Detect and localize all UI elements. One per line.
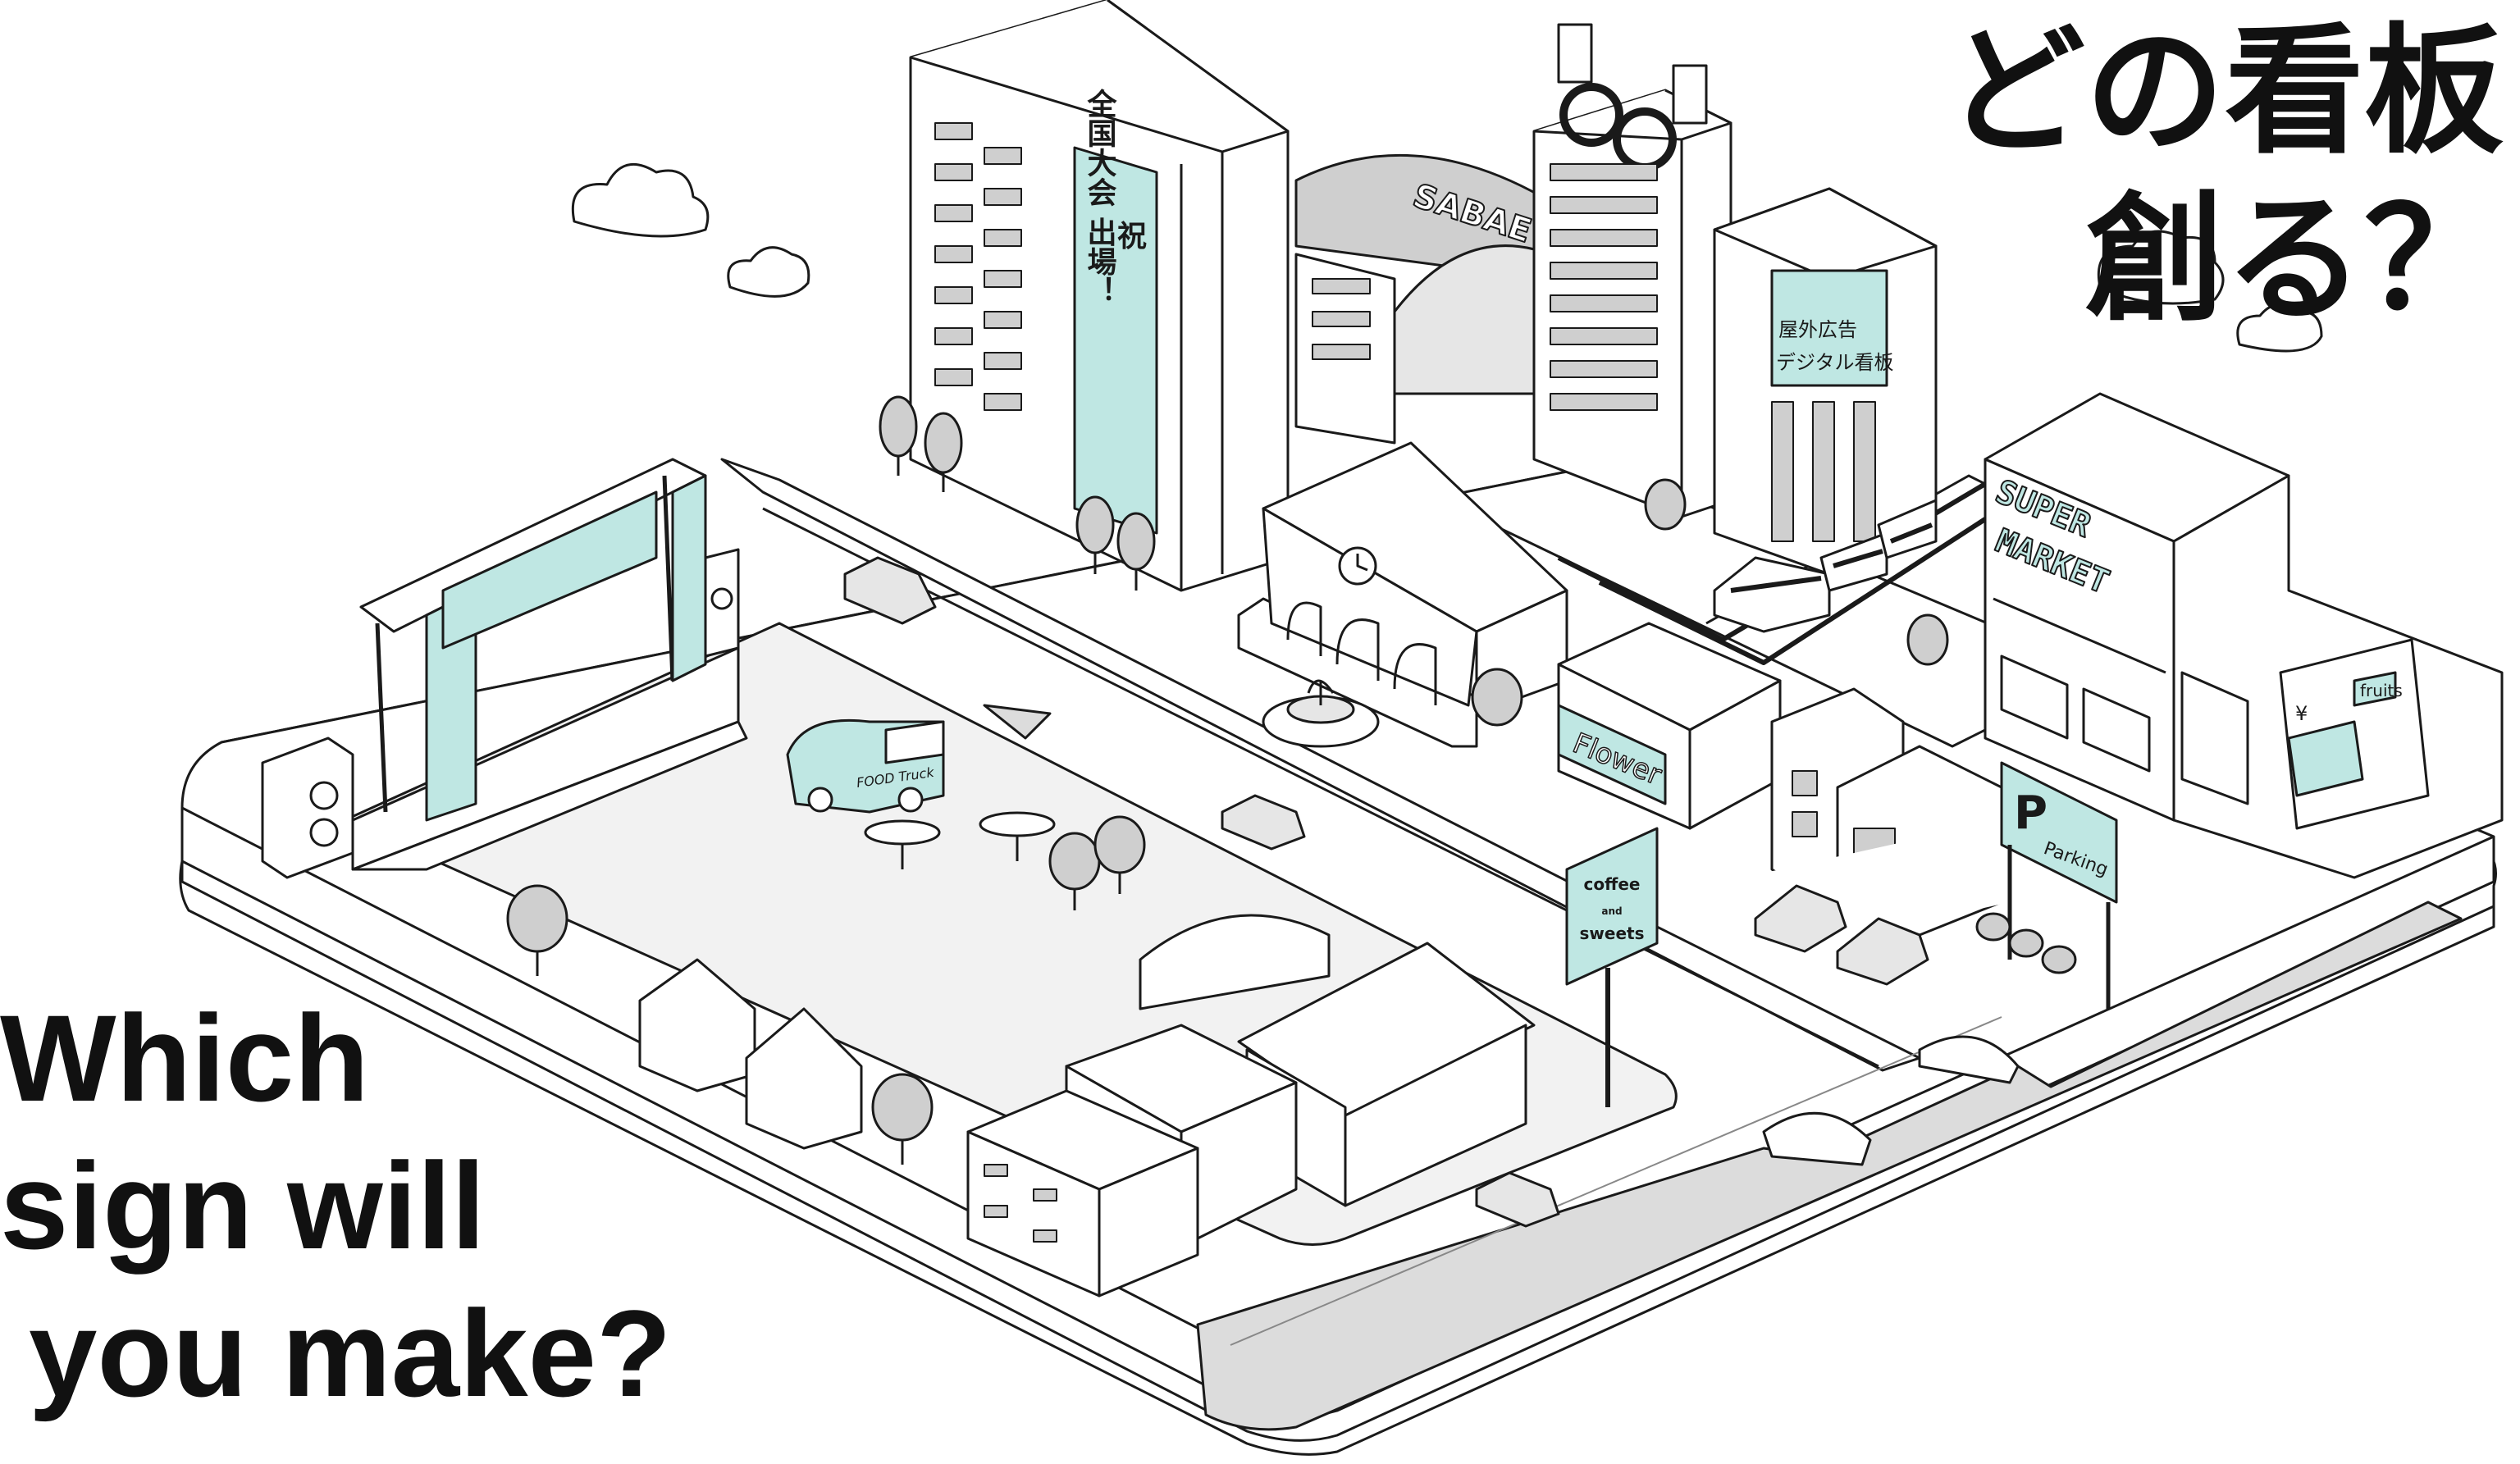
cafe-sign-text: coffee and sweets bbox=[1580, 874, 1645, 943]
price-mark-text: ¥ bbox=[2295, 702, 2308, 725]
banner-main-text: 全国大会 出場！ bbox=[1083, 87, 1118, 305]
houses bbox=[966, 942, 1536, 1298]
picnic-tables bbox=[864, 704, 1056, 869]
flower-shop bbox=[1557, 622, 1782, 830]
train bbox=[1713, 499, 1938, 633]
digital-sign-line1: 屋外広告 bbox=[1778, 318, 1857, 341]
tents bbox=[638, 958, 863, 1150]
fruits-sign-text: fruits bbox=[2360, 681, 2403, 700]
headline-en-line2: sign will bbox=[0, 1137, 486, 1275]
office-tower bbox=[909, 0, 1290, 592]
digital-sign-line2: デジタル看板 bbox=[1776, 351, 1894, 374]
cafe-sign-line2: and bbox=[1601, 905, 1622, 917]
headline-ja-line1: どの看板 bbox=[1946, 11, 2504, 173]
headline-japanese: どの看板 創る？ bbox=[1946, 8, 2504, 344]
event-stage bbox=[261, 458, 748, 879]
fountain bbox=[1262, 679, 1380, 748]
banner-top-text: 祝 bbox=[1117, 220, 1147, 253]
digital-sign-text: 屋外広告 デジタル看板 bbox=[1776, 318, 1894, 374]
cafe-sign-line1: coffee bbox=[1584, 874, 1641, 894]
glasses-tower bbox=[1532, 23, 1732, 518]
celebration-banner: 祝 全国大会 出場！ bbox=[1083, 87, 1148, 305]
bridges bbox=[1762, 1035, 2020, 1166]
headline-en-line1: Which bbox=[0, 989, 369, 1127]
headline-ja-line2: 創る？ bbox=[2084, 179, 2504, 341]
cafe-sign-line3: sweets bbox=[1580, 924, 1645, 943]
headline-en-line3: you make? bbox=[29, 1284, 672, 1422]
cars bbox=[843, 556, 1929, 1228]
bus-shelter bbox=[1139, 914, 1331, 1010]
digital-sign-tower bbox=[1713, 187, 1938, 576]
parking-sign-letter: P bbox=[2014, 787, 2048, 840]
cafe-sign bbox=[1565, 827, 1659, 1107]
supermarket bbox=[1984, 392, 2504, 879]
headline-english: Which sign will you make? bbox=[0, 984, 672, 1427]
trees bbox=[506, 395, 2077, 1165]
food-truck bbox=[786, 718, 945, 814]
clouds bbox=[571, 162, 2323, 353]
